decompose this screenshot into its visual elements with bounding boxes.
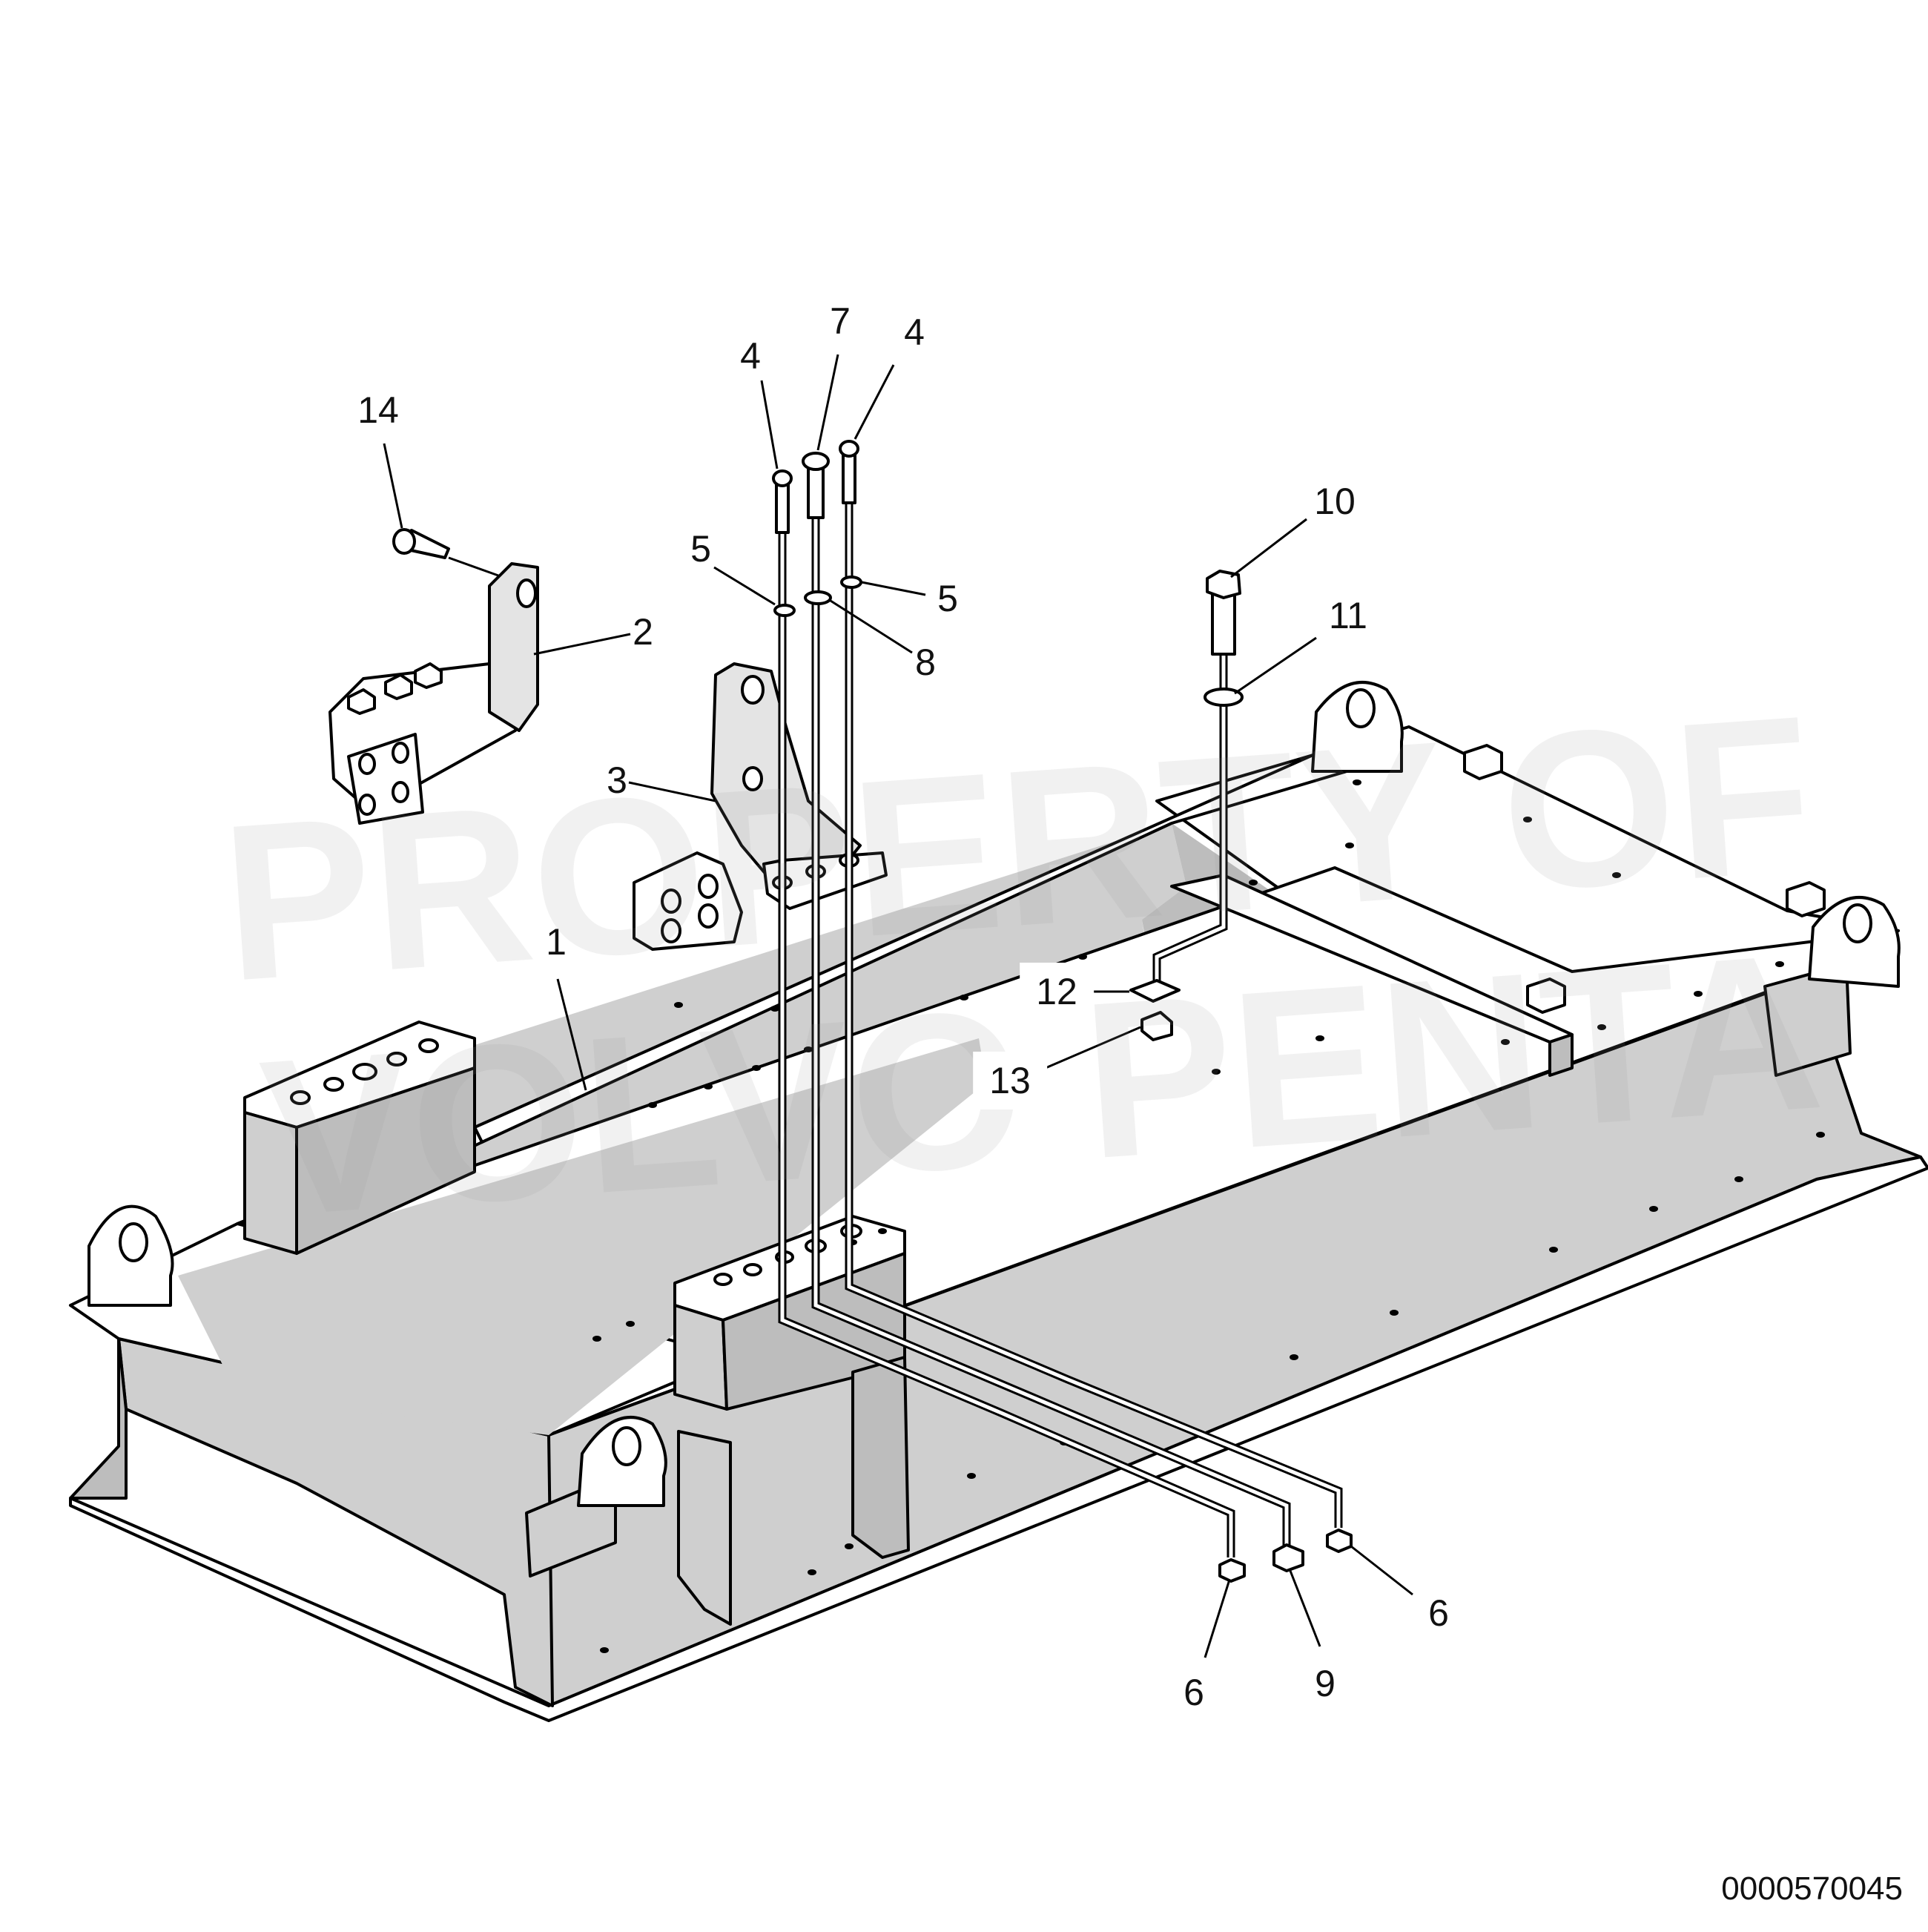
frame — [69, 681, 1928, 1722]
callout-3: 3 — [607, 759, 627, 801]
callout-6-left: 6 — [1183, 1672, 1204, 1713]
callout-5-left: 5 — [690, 528, 711, 570]
callout-6-right: 6 — [1428, 1592, 1449, 1634]
callout-4-left: 4 — [740, 335, 761, 377]
plate-12-nut-13 — [1129, 979, 1181, 1041]
callout-7: 7 — [830, 300, 851, 342]
document-number: 0000570045 — [1721, 1870, 1903, 1907]
rear-rail-bolts — [1463, 744, 1826, 1014]
callout-2: 2 — [633, 611, 653, 653]
washers-5-8-5 — [773, 576, 862, 617]
explode-lines — [778, 489, 1343, 1557]
callout-10: 10 — [1314, 481, 1356, 522]
bolt-14 — [392, 528, 499, 577]
callout-13: 13 — [973, 1052, 1047, 1110]
callout-14: 14 — [357, 389, 399, 431]
leader-lines — [383, 354, 1413, 1658]
nuts-6-9-6 — [1218, 1529, 1353, 1583]
callout-1: 1 — [546, 921, 567, 963]
callout-12: 12 — [1020, 963, 1094, 1021]
engine-bracket-left — [329, 562, 539, 825]
callout-9: 9 — [1315, 1663, 1336, 1704]
callout-11: 11 — [1329, 595, 1367, 636]
callout-4-right: 4 — [904, 311, 925, 353]
callout-5-right: 5 — [937, 578, 958, 619]
bolts-4-7-4 — [772, 440, 859, 534]
callout-8: 8 — [915, 642, 936, 683]
